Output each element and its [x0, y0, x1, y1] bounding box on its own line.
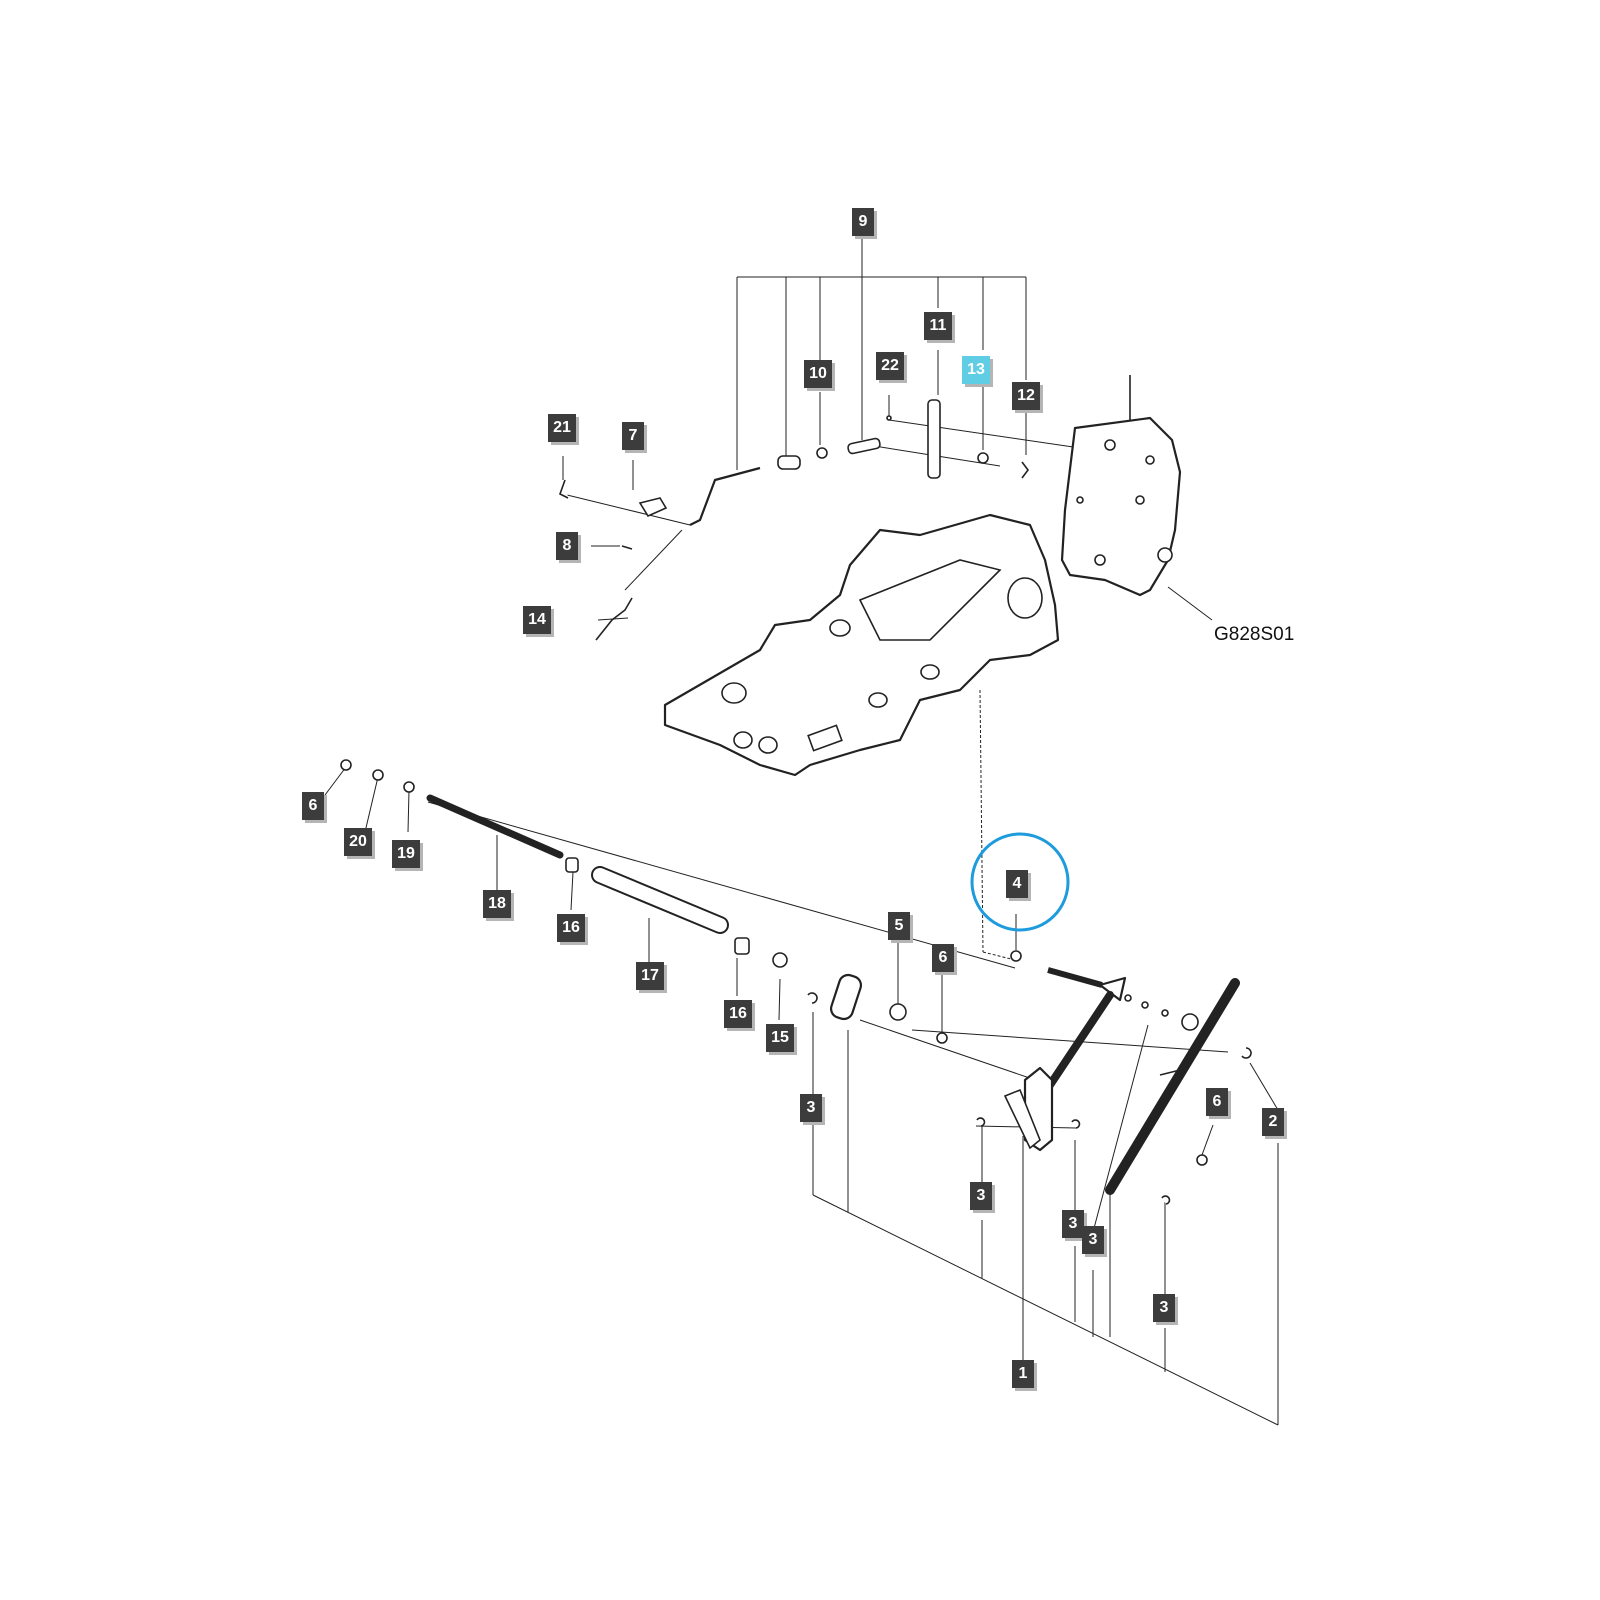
callout-6-left[interactable]: 6	[302, 792, 324, 820]
drawing-code: G828S01	[1214, 624, 1295, 645]
callout-2[interactable]: 2	[1262, 1108, 1284, 1136]
callout-14[interactable]: 14	[523, 606, 551, 634]
callout-9[interactable]: 9	[852, 208, 874, 236]
lift-housing	[663, 513, 1060, 777]
callout-15[interactable]: 15	[766, 1024, 794, 1052]
callout-19[interactable]: 19	[392, 840, 420, 868]
callout-8[interactable]: 8	[556, 532, 578, 560]
callout-18[interactable]: 18	[483, 890, 511, 918]
control-rods	[559, 399, 1029, 641]
callout-6-right[interactable]: 6	[1206, 1088, 1228, 1116]
callout-13-selected[interactable]: 13	[962, 356, 990, 384]
callout-3-lower-a[interactable]: 3	[1062, 1210, 1084, 1238]
callout-3-left[interactable]: 3	[800, 1094, 822, 1122]
callout-5[interactable]: 5	[888, 912, 910, 940]
callout-1[interactable]: 1	[1012, 1360, 1034, 1388]
callout-22[interactable]: 22	[876, 352, 904, 380]
callout-17[interactable]: 17	[636, 962, 664, 990]
callout-16-left[interactable]: 16	[557, 914, 585, 942]
callout-3-center[interactable]: 3	[970, 1182, 992, 1210]
callout-12[interactable]: 12	[1012, 382, 1040, 410]
callout-11[interactable]: 11	[924, 312, 952, 340]
callout-4-circled[interactable]: 4	[1006, 870, 1028, 898]
callout-20[interactable]: 20	[344, 828, 372, 856]
callout-6-middle[interactable]: 6	[932, 944, 954, 972]
callout-3-lower-b[interactable]: 3	[1082, 1226, 1104, 1254]
callout-21[interactable]: 21	[548, 414, 576, 442]
callout-7[interactable]: 7	[622, 422, 644, 450]
focus-circle	[970, 832, 1070, 932]
leader-lines	[324, 238, 1279, 1426]
callout-16-right[interactable]: 16	[724, 1000, 752, 1028]
valve-plate	[1060, 375, 1182, 597]
callout-10[interactable]: 10	[804, 360, 832, 388]
rockshaft-assembly	[340, 759, 1252, 1205]
callout-3-right[interactable]: 3	[1153, 1294, 1175, 1322]
